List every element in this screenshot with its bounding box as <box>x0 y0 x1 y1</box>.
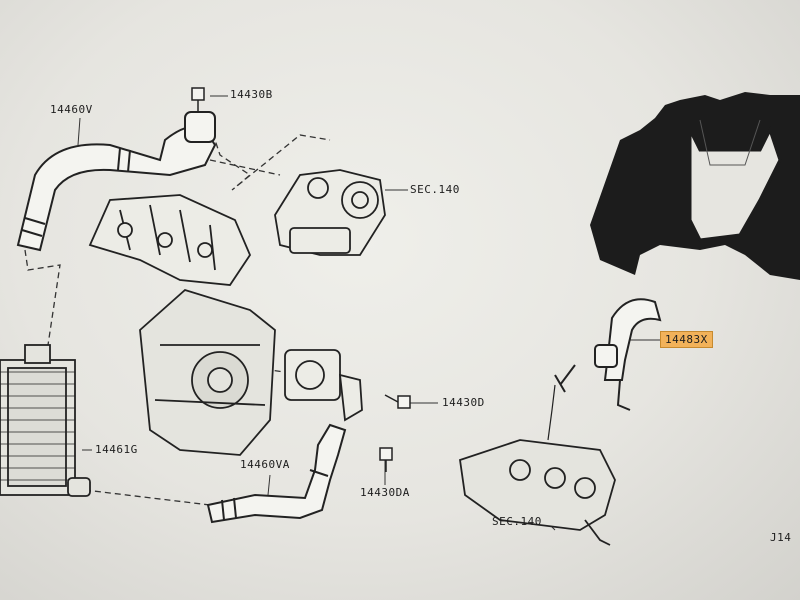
intercooler-14461g-drawing <box>0 344 91 497</box>
hose-14483x-drawing <box>554 298 662 411</box>
callout-14461g: 14461G <box>95 443 138 456</box>
vacuum-line-drawing <box>547 384 556 441</box>
callout-14430da: 14430DA <box>360 486 410 499</box>
callout-sec-140-turbo: SEC.140 <box>410 183 460 196</box>
throttle-valve-drawing <box>284 349 363 422</box>
callout-14430b: 14430B <box>230 88 273 101</box>
intake-manifold-drawing <box>459 439 616 546</box>
callout-14460va: 14460VA <box>240 458 290 471</box>
callout-14483x-highlighted[interactable]: 14483X <box>660 331 713 348</box>
bolt-14430da-drawing <box>379 447 393 472</box>
hose-14460va-drawing <box>206 423 347 524</box>
hose-14460v-drawing <box>16 111 217 252</box>
callout-14460v: 14460V <box>50 103 93 116</box>
callout-sec-140-manifold: SEC.140 <box>492 515 542 528</box>
gearbox-housing-drawing <box>139 288 276 456</box>
valve-cover-drawing <box>88 194 252 286</box>
bolt-14430b-drawing <box>191 87 205 112</box>
callout-figure-id: J14 <box>770 531 792 544</box>
vehicle-location-silhouette <box>590 92 800 280</box>
bolt-14430d-drawing <box>384 394 411 409</box>
callout-14430d: 14430D <box>442 396 485 409</box>
turbocharger-drawing <box>274 169 386 256</box>
